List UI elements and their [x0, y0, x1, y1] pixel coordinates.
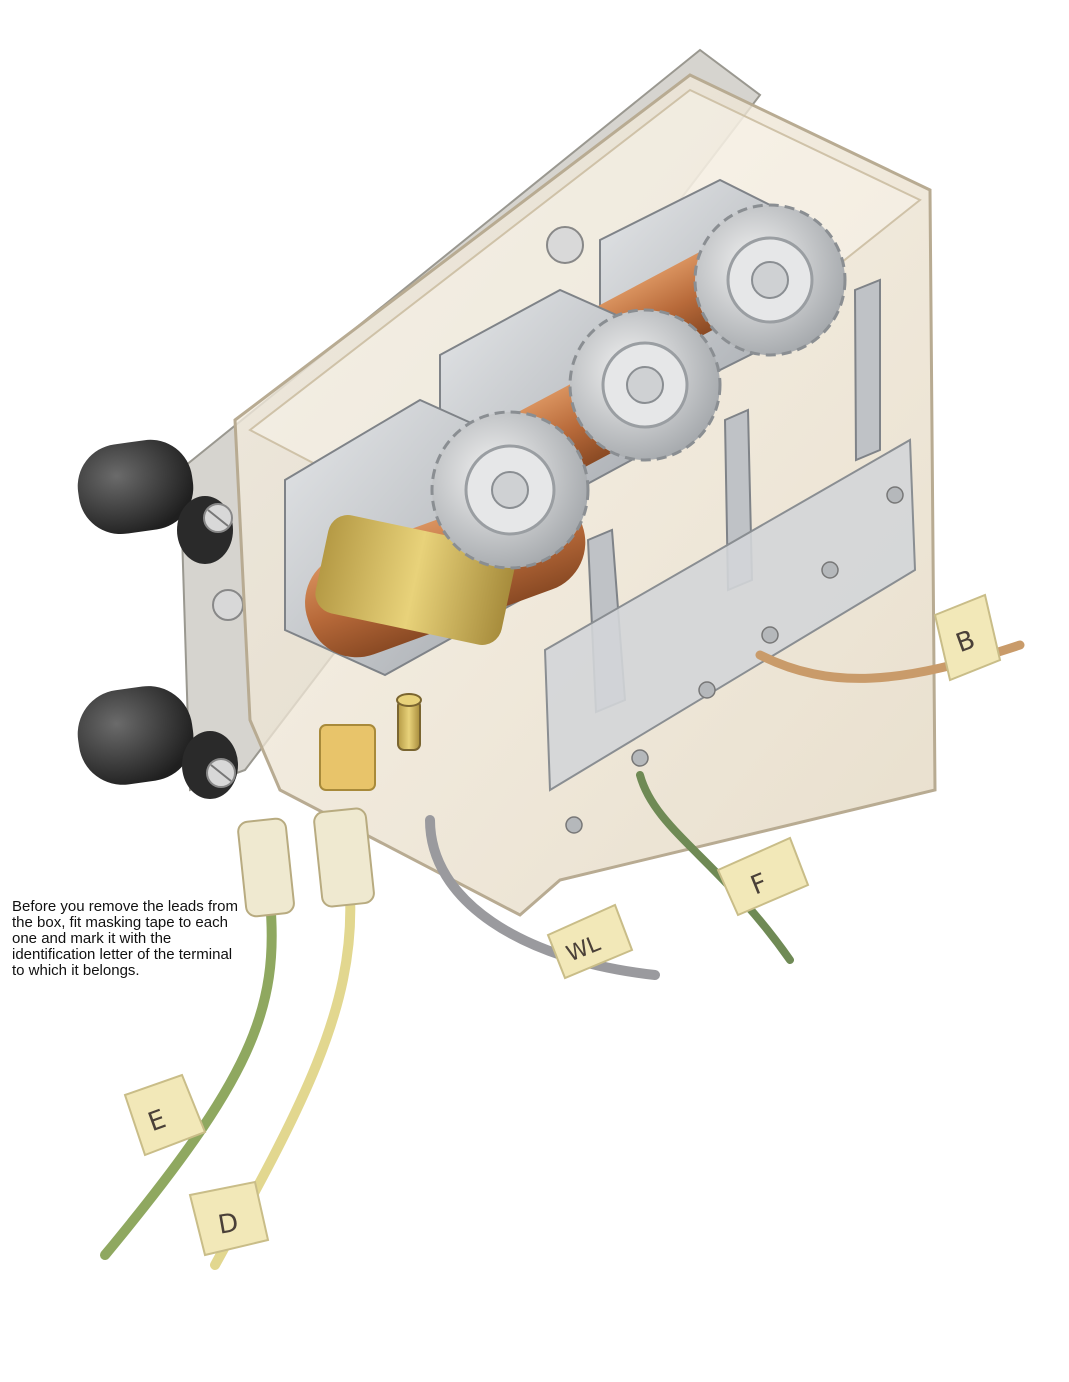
gear-icon	[693, 203, 847, 357]
brass-adjuster-screw	[396, 693, 422, 751]
tag-f: F	[716, 836, 810, 917]
gear-icon	[430, 410, 590, 570]
wire-e	[100, 895, 277, 1260]
mounting-screw	[212, 589, 244, 621]
upper-terminal-post	[77, 439, 233, 564]
instruction-caption: Before you remove the leads from the box…	[12, 898, 238, 979]
tag-e: E	[123, 1073, 207, 1157]
gear-icon	[568, 308, 722, 462]
tag-d: D	[188, 1180, 270, 1257]
tag-wl: WL	[546, 903, 634, 980]
wire-f	[636, 771, 794, 964]
tag-b: B	[933, 593, 1002, 682]
wire-wl	[425, 815, 660, 980]
terminal-strip	[543, 438, 917, 834]
relay-front	[284, 398, 590, 677]
lower-terminal-post	[77, 686, 238, 799]
wire-connectors	[237, 724, 376, 918]
